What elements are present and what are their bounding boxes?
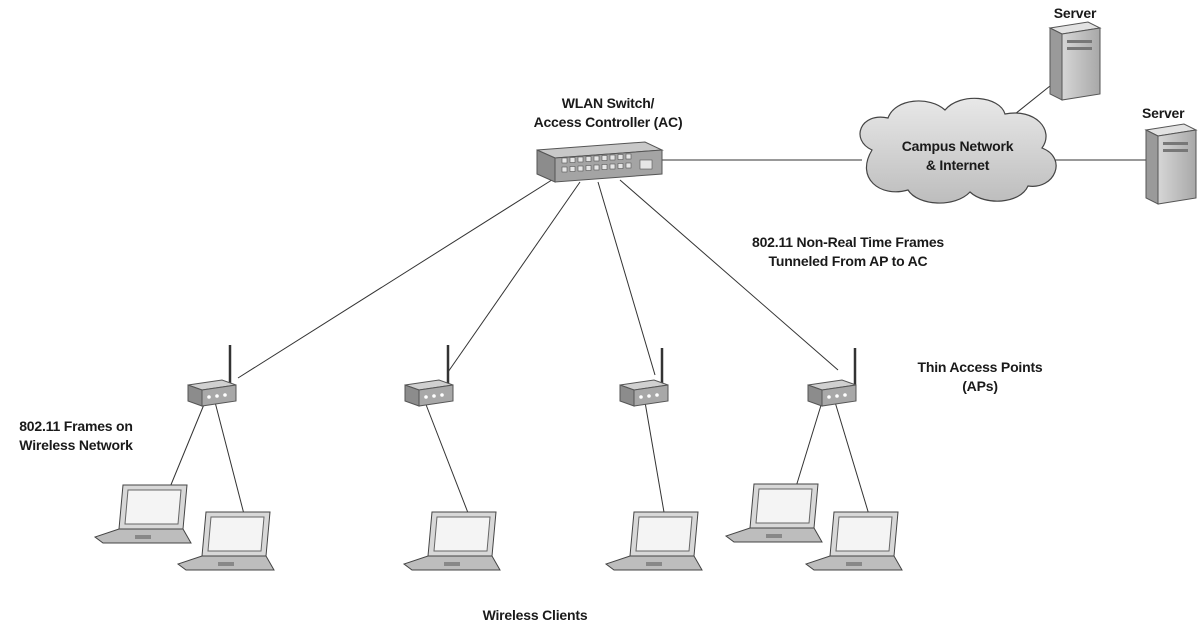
- access-point-3-icon: [619, 348, 669, 407]
- connection-lines: [167, 81, 1148, 519]
- laptop-5-icon: [724, 483, 823, 543]
- link-ac-ap3: [597, 181, 656, 376]
- controller-label-line-2: Access Controller (AC): [533, 114, 683, 130]
- cloud-label-line-2: & Internet: [925, 157, 990, 173]
- thin-ap-label: Thin Access Points (APs): [890, 358, 1070, 396]
- laptop-4-icon: [604, 511, 703, 571]
- controller-label-line-1: WLAN Switch/: [561, 95, 655, 111]
- link-cloud-server-top: [1009, 81, 1056, 119]
- server-right-icon: [1144, 123, 1198, 205]
- laptop-2-icon: [176, 511, 275, 571]
- access-point-1-icon: [187, 345, 237, 407]
- server-top-label: Server: [1040, 4, 1110, 23]
- link-ap1-client1: [167, 401, 206, 493]
- wireless-frames-label-line-1: 802.11 Frames on: [19, 418, 133, 434]
- server-top-label-text: Server: [1053, 5, 1097, 21]
- tunnel-label-line-1: 802.11 Non-Real Time Frames: [752, 234, 944, 250]
- link-ap4-client5: [794, 401, 823, 491]
- wireless-frames-label: 802.11 Frames on Wireless Network: [0, 417, 152, 455]
- tunnel-label: 802.11 Non-Real Time Frames Tunneled Fro…: [728, 233, 968, 271]
- server-right-label: Server: [1142, 104, 1200, 123]
- link-ap4-client6: [834, 401, 871, 519]
- thin-ap-label-line-2: (APs): [962, 378, 998, 394]
- wireless-frames-label-line-2: Wireless Network: [19, 437, 133, 453]
- clients-label: Wireless Clients: [455, 606, 615, 625]
- thin-ap-label-line-1: Thin Access Points: [917, 359, 1043, 375]
- cloud-label: Campus Network & Internet: [880, 137, 1035, 175]
- cloud-label-line-1: Campus Network: [901, 138, 1014, 154]
- server-top-icon: [1048, 21, 1102, 101]
- link-ap2-client3: [424, 401, 471, 519]
- wlan-switch-icon: [536, 141, 664, 183]
- link-ac-ap1: [237, 177, 556, 379]
- clients-label-text: Wireless Clients: [482, 607, 588, 623]
- laptop-3-icon: [402, 511, 501, 571]
- link-ap1-client2: [214, 401, 246, 519]
- cloud-icon: [859, 97, 1057, 204]
- link-ap3-client4: [644, 401, 666, 519]
- laptop-1-icon: [93, 484, 192, 544]
- controller-label: WLAN Switch/ Access Controller (AC): [508, 94, 708, 132]
- link-ac-ap2: [447, 181, 581, 373]
- laptop-6-icon: [804, 511, 903, 571]
- access-point-4-icon: [807, 348, 857, 407]
- tunnel-label-line-2: Tunneled From AP to AC: [768, 253, 928, 269]
- link-ac-ap4: [619, 179, 839, 371]
- server-right-label-text: Server: [1142, 105, 1185, 121]
- access-point-2-icon: [404, 345, 454, 407]
